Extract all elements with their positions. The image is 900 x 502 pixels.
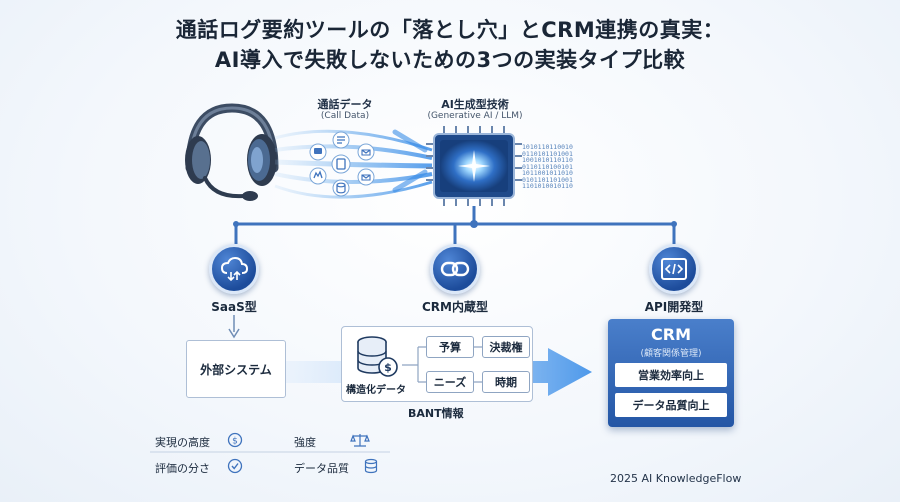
bant-chip-budget: 予算 <box>426 336 474 358</box>
saas-type-node <box>209 244 259 294</box>
bant-panel: $ 予算 決裁権 ニーズ 時期 <box>341 326 533 402</box>
connector-nodes <box>233 220 677 228</box>
code-icon <box>661 258 687 280</box>
connector-lines <box>234 206 676 244</box>
footer-credit: 2025 AI KnowledgeFlow <box>610 472 742 485</box>
database-dollar-icon: $ <box>357 336 398 377</box>
crm-box: CRM (顧客関係管理) 営業効率向上 データ品質向上 <box>608 319 734 427</box>
binary-stream: 1010110110010 0110101101001 100101011011… <box>522 143 573 190</box>
crm-builtin-type-label: CRM内蔵型 <box>422 300 488 314</box>
bant-chip-needs: ニーズ <box>426 371 474 393</box>
call-data-icons <box>309 131 375 197</box>
legend-label-realization: 実現の高度 <box>155 436 210 449</box>
svg-text:$: $ <box>232 437 238 447</box>
crm-title: CRM <box>651 325 691 344</box>
call-data-label: 通話データ <box>317 98 373 111</box>
database-icon <box>364 458 378 474</box>
api-type-node <box>649 244 699 294</box>
external-system-box: 外部システム <box>186 340 286 398</box>
title-line-2: AI導入で失敗しないための3つの実装タイプ比較 <box>214 48 686 72</box>
bant-label: BANT情報 <box>408 407 464 420</box>
title-line-1: 通話ログ要約ツールの「落とし穴」とCRM連携の真実： <box>175 18 725 42</box>
crm-subtitle: (顧客関係管理) <box>640 349 702 359</box>
call-data-sublabel: (Call Data) <box>320 111 370 121</box>
bant-chip-authority: 決裁権 <box>482 336 530 358</box>
ai-chip-icon <box>426 126 522 206</box>
headset-icon <box>185 103 279 201</box>
data-flow-ribbon <box>274 129 433 199</box>
check-icon <box>227 458 243 474</box>
saas-type-label: SaaS型 <box>211 300 257 314</box>
bant-connectors <box>402 346 482 383</box>
ai-sublabel: (Generative AI / LLM) <box>427 111 523 121</box>
ai-label: AI生成型技術 <box>441 98 509 111</box>
legend-label-evaluation: 評価の分さ <box>155 462 210 475</box>
structured-data-label: 構造化データ <box>346 385 406 396</box>
crm-builtin-type-node <box>430 244 480 294</box>
link-icon <box>440 261 470 277</box>
crm-item-sales-efficiency: 営業効率向上 <box>615 363 727 387</box>
bant-chip-timing: 時期 <box>482 371 530 393</box>
saas-arrow <box>228 315 240 339</box>
dollar-icon: $ <box>227 432 243 448</box>
crm-item-data-quality: データ品質向上 <box>615 393 727 417</box>
legend-divider <box>150 451 390 453</box>
api-type-label: API開発型 <box>644 300 704 314</box>
scale-icon <box>350 434 370 447</box>
svg-text:$: $ <box>384 361 392 374</box>
legend-label-strength: 強度 <box>294 436 316 449</box>
external-system-label: 外部システム <box>200 362 272 377</box>
legend-label-data-quality: データ品質 <box>294 462 349 475</box>
cloud-sync-icon <box>220 256 249 282</box>
